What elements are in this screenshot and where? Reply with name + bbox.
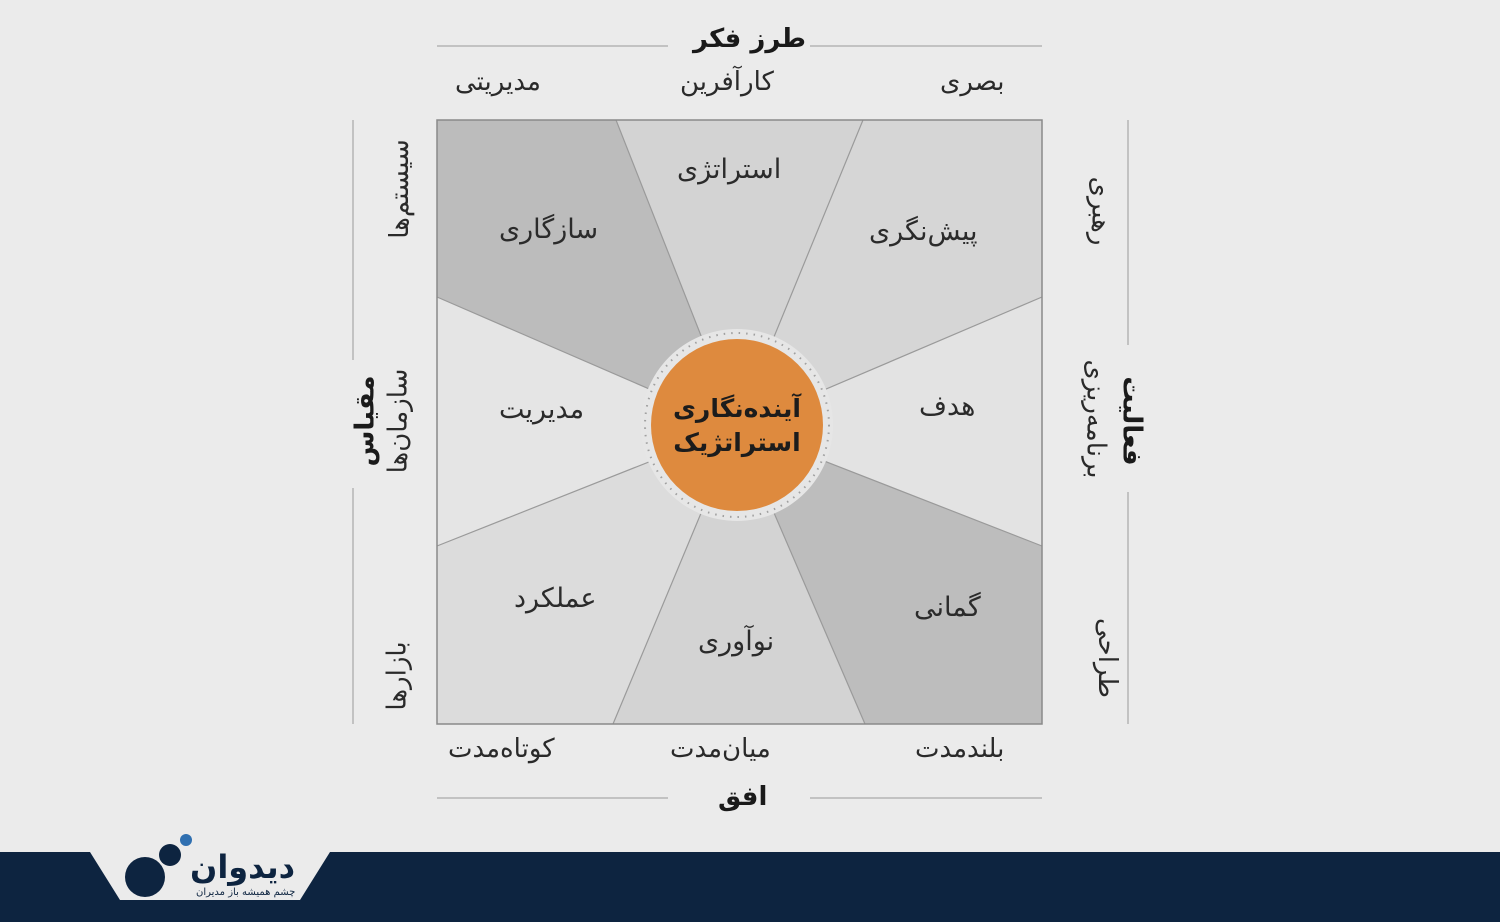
top-axis-item-entrepreneur: کارآفرین xyxy=(680,67,774,97)
bottom-axis-item-long-term: بلندمدت xyxy=(915,734,1005,764)
right-axis-item-design: طراحی xyxy=(1092,617,1123,699)
segment-left-center xyxy=(437,297,737,546)
segment-label-performance: عملکرد xyxy=(514,583,597,614)
top-axis-item-managerial: مدیریتی xyxy=(455,67,541,97)
logo-dot-medium xyxy=(159,844,181,866)
outer-square xyxy=(436,119,1043,725)
left-axis-item-systems: سیستم‌ها xyxy=(384,139,415,239)
top-axis-title: طرز فکر xyxy=(693,24,807,54)
center-label-line2: استراتژیک xyxy=(673,428,801,457)
segment-bottom-left xyxy=(437,427,737,724)
center-dotted-ring xyxy=(644,332,830,518)
center-label-line1: آینده‌نگاری xyxy=(673,394,801,423)
segment-label-innovation: نوآوری xyxy=(698,626,775,657)
segment-label-goal: هدف xyxy=(919,391,976,422)
footer-brand-logo[interactable]: دیدوان xyxy=(190,848,296,886)
segment-label-management: مدیریت xyxy=(499,394,585,425)
right-axis-item-leadership: رهبری xyxy=(1085,176,1116,246)
logo-dot-small xyxy=(180,834,192,846)
center-label: آینده‌نگاری استراتژیک xyxy=(651,381,823,471)
bottom-axis-item-mid-term: میان‌مدت xyxy=(670,734,771,764)
footer-tagline: چشم همیشه باز مدیران xyxy=(196,887,296,898)
left-axis-item-organizations: سازمان‌ها xyxy=(383,368,414,474)
segment-label-strategy: استراتژی xyxy=(677,154,782,185)
segment-label-adaptation: سازگاری xyxy=(499,214,599,245)
left-axis-item-markets: بازارها xyxy=(382,641,413,711)
center-circle xyxy=(651,339,823,511)
segment-top-right xyxy=(737,120,1042,427)
logo-dot-large xyxy=(125,857,165,897)
bottom-axis-title: افق xyxy=(718,782,768,812)
segment-label-speculative: گمانی xyxy=(914,592,981,623)
top-axis-item-visual: بصری xyxy=(940,67,1005,97)
bottom-axis-item-short-term: کوتاه‌مدت xyxy=(448,734,555,764)
right-axis-title: فعالیت xyxy=(1116,376,1147,466)
left-axis-title: مقیاس xyxy=(350,375,381,467)
footer-bottom-strip xyxy=(0,900,1500,922)
right-axis-item-planning: برنامه‌ریزی xyxy=(1080,359,1111,479)
segment-right-center xyxy=(737,297,1042,546)
segment-top-center xyxy=(616,120,863,427)
segment-bottom-center xyxy=(613,427,865,724)
segment-bottom-right xyxy=(737,427,1042,724)
segment-top-left xyxy=(437,120,737,427)
segment-label-foresight: پیش‌نگری xyxy=(869,216,978,247)
